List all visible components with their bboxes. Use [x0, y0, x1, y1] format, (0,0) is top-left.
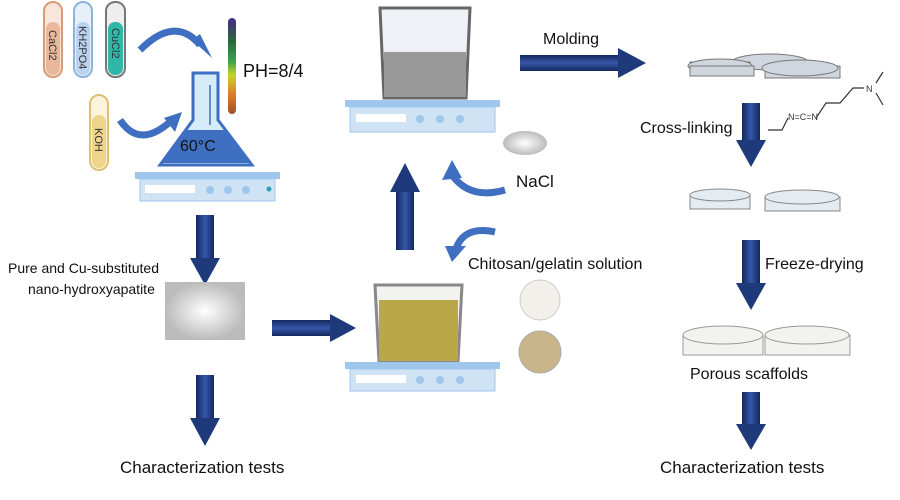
hap-label-line2: nano-hydroxyapatite: [28, 281, 155, 297]
arrowhead-icon: [445, 246, 466, 262]
arrowhead-icon: [192, 34, 212, 58]
hap-label-line1: Pure and Cu-substituted: [8, 260, 159, 276]
test-tube-koh: KOH: [89, 94, 109, 171]
edc-crosslinker-structure: N=C=N N: [768, 71, 884, 131]
down-arrow-icon: [736, 103, 766, 167]
svg-text:N=C=N: N=C=N: [788, 112, 818, 122]
curved-arrow-icon: [449, 172, 506, 197]
molding-label: Molding: [543, 31, 600, 48]
characterization-tests-right: Characterization tests: [660, 458, 825, 477]
right-arrow-icon: [520, 48, 646, 78]
porous-scaffold-discs: [682, 325, 851, 356]
magnetic-stirrer-2: [345, 100, 500, 133]
beaker-mixing: [378, 6, 472, 100]
crosslinking-label: Cross-linking: [640, 120, 733, 137]
temperature-label: 60°C: [180, 138, 216, 155]
ph-label: PH=8/4: [243, 61, 304, 81]
hydroxyapatite-powder-image: [165, 282, 245, 340]
down-arrow-icon: [190, 215, 220, 285]
nacl-label: NaCl: [516, 172, 554, 191]
beaker-solution: [373, 283, 464, 364]
curved-arrow-icon: [137, 27, 203, 53]
arrowhead-icon: [442, 160, 462, 180]
freeze-drying-label: Freeze-drying: [765, 256, 864, 273]
magnetic-stirrer-3: [345, 362, 500, 392]
up-arrow-icon: [390, 163, 420, 250]
arrowhead-icon: [164, 112, 182, 132]
down-arrow-icon: [736, 240, 766, 310]
gelatin-powder-image: [518, 330, 562, 374]
porous-scaffolds-label: Porous scaffolds: [690, 366, 808, 383]
chitosan-gelatin-label: Chitosan/gelatin solution: [468, 256, 643, 273]
molded-discs: [687, 53, 841, 79]
test-tube-kh2po4: KH2PO4: [73, 1, 93, 78]
curved-arrow-icon: [117, 117, 175, 139]
cucl2-label: CuCl2: [109, 28, 121, 59]
down-arrow-icon: [736, 392, 766, 450]
svg-text:N: N: [866, 84, 873, 94]
nacl-powder-image: [503, 131, 547, 155]
test-tube-cacl2: CaCl2: [43, 1, 63, 78]
characterization-tests-left: Characterization tests: [120, 458, 285, 477]
chitosan-powder-image: [519, 279, 561, 321]
down-arrow-icon: [190, 375, 220, 446]
erlenmeyer-flask: [157, 71, 256, 167]
kh2po4-label: KH2PO4: [76, 26, 88, 69]
crosslinked-discs: [689, 188, 841, 212]
right-arrow-icon: [272, 314, 356, 342]
magnetic-stirrer-1: [135, 172, 280, 202]
test-tube-cucl2: CuCl2: [105, 1, 126, 78]
cacl2-label: CaCl2: [46, 30, 58, 61]
ph-strip: [228, 18, 236, 114]
koh-label: KOH: [92, 128, 104, 152]
